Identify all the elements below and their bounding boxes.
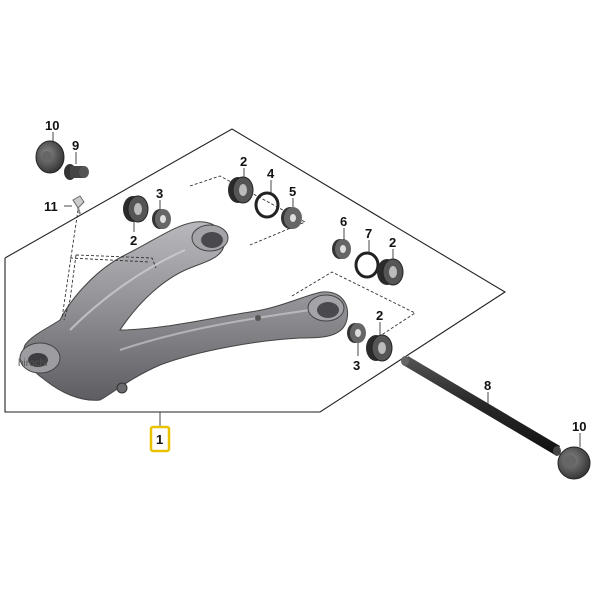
leader-lines [52, 132, 581, 447]
callout-2-right-upper: 2 [389, 235, 396, 250]
callout-2-right-lower: 2 [376, 308, 383, 323]
end-cap-bottom [557, 446, 591, 480]
callout-4: 4 [267, 166, 275, 181]
bracket-upper-middle [189, 175, 307, 246]
bearing-right-upper [377, 258, 404, 286]
ring-7 [354, 251, 380, 279]
ring-4 [254, 191, 280, 219]
callout-3-left: 3 [156, 186, 163, 201]
callout-1: 1 [156, 432, 163, 447]
bearing-left [123, 195, 149, 223]
callout-labels: 10 9 11 3 2 2 4 5 6 7 2 2 3 8 10 [44, 118, 586, 434]
callout-6: 6 [340, 214, 347, 229]
grease-nipple-part [72, 195, 85, 215]
callout-3-right: 3 [353, 358, 360, 373]
callout-10-bottom: 10 [572, 419, 586, 434]
callout-2-left: 2 [130, 233, 137, 248]
callout-8: 8 [484, 378, 491, 393]
bushing-part [64, 164, 89, 180]
callout-10-top: 10 [45, 118, 59, 133]
bearing-mid [228, 176, 254, 204]
bracket-left [61, 209, 157, 321]
callout-2-mid: 2 [240, 154, 247, 169]
seal-right-lower [347, 323, 366, 343]
callout-11: 11 [44, 199, 58, 214]
end-cap-top [35, 140, 65, 174]
swing-arm-part [19, 221, 349, 401]
bracket-right [291, 271, 416, 337]
callout-1-highlight: 1 [149, 425, 171, 453]
seal-left [152, 209, 171, 229]
bearing-right-lower [366, 334, 393, 362]
axle-shaft [401, 356, 561, 456]
callout-7: 7 [365, 226, 372, 241]
watermark-text: hirochi [18, 358, 47, 369]
seal-6 [332, 239, 351, 259]
assembly-frame [4, 128, 507, 413]
callout-9: 9 [72, 138, 79, 153]
seal-5 [281, 207, 302, 229]
callout-5: 5 [289, 184, 296, 199]
